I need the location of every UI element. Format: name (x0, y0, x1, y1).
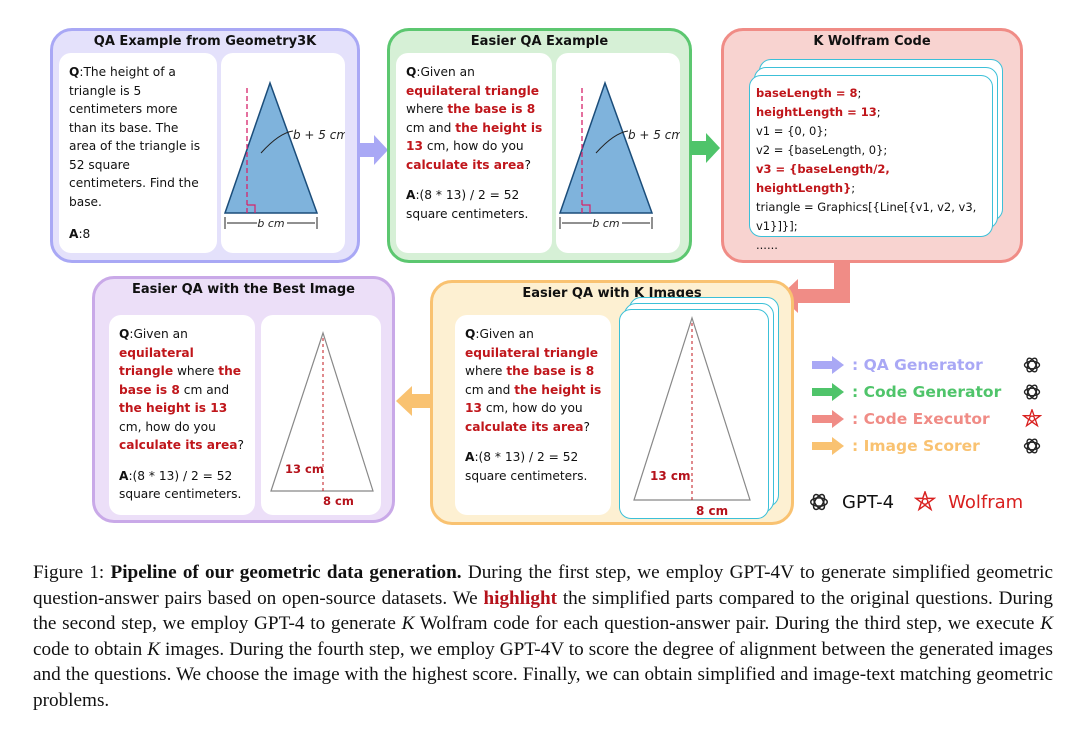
answer-text: A:(8 * 13) / 2 = 52 square centimeters. (465, 450, 588, 483)
arrow-code-generator (690, 133, 720, 163)
legend-item: : Image Scorer (812, 436, 1042, 456)
gpt-icon (1023, 357, 1041, 373)
arrow-code-executor (780, 263, 850, 313)
code-line: ...... (756, 238, 778, 252)
code-line: triangle = Graphics[{Line[{v1, v2, v3, (756, 200, 977, 214)
base-label: b cm (592, 217, 619, 230)
base-label: b cm (257, 217, 284, 230)
figure-label: Figure 1: (33, 562, 111, 583)
gpt4-label: GPT-4 (842, 491, 895, 513)
panel-title: K Wolfram Code (813, 34, 931, 49)
height-label: b + 5 cm (293, 128, 345, 142)
legend-arrow (812, 356, 844, 374)
question-text: Q:Given an equilateral triangle where th… (465, 327, 602, 434)
panel-title: QA Example from Geometry3K (93, 34, 317, 49)
gpt-icon (1023, 438, 1041, 454)
code-card-front: baseLength = 8; heightLength = 13; v1 = {0… (749, 75, 993, 252)
height-label: 13 cm (285, 462, 324, 476)
figure-card: b + 5 cm b cm (221, 53, 348, 253)
legend-label: : QA Generator (852, 356, 983, 374)
panel-title: Easier QA Example (470, 34, 609, 49)
arrow-image-scorer (396, 386, 430, 416)
legend-label: : Code Generator (852, 383, 1002, 401)
triangle-shape (558, 80, 654, 214)
panel-best-image: Easier QA with the Best Image Q:Given an… (92, 276, 395, 523)
height-pointer (595, 130, 629, 154)
panel-wolfram-code: K Wolfram Code baseLength = 8; heightLeng… (721, 28, 1023, 263)
wolfram-label: Wolfram (948, 491, 1024, 513)
height-label: b + 5 cm (628, 128, 680, 142)
question-text: Q:Given an equilateral triangle where th… (119, 327, 244, 452)
code-line: v2 = {baseLength, 0}; (756, 143, 888, 157)
triangle-figure: b + 5 cm b cm (558, 80, 683, 230)
panel-easier-qa: Easier QA Example Q:Given an equilateral… (387, 28, 692, 263)
panel-geometry3k: QA Example from Geometry3K Q:The height … (50, 28, 360, 263)
question-text: Q:The height of a triangle is 5 centimet… (69, 65, 201, 209)
generated-triangle: 13 cm 8 cm (633, 316, 751, 518)
wolfram-icon (1022, 409, 1042, 428)
base-label: 8 cm (323, 494, 354, 508)
code-line: v3 = {baseLength/2, heightLength}; (756, 162, 890, 195)
best-triangle: 13 cm 8 cm (270, 331, 374, 508)
answer-text: A:(8 * 13) / 2 = 52 square centimeters. (406, 188, 529, 221)
qa-card: Q:Given an equilateral triangle where th… (396, 53, 552, 253)
answer-text: A:(8 * 13) / 2 = 52 square centimeters. (119, 468, 242, 502)
caption-title: Pipeline of our geometric data generatio… (110, 562, 462, 583)
height-label: 13 cm (650, 469, 691, 483)
legend-item: : Code Generator (812, 382, 1042, 402)
triangle-figure: b + 5 cm b cm (223, 80, 348, 230)
figure-caption: Figure 1: Pipeline of our geometric data… (33, 562, 1053, 711)
legend-label: : Image Scorer (852, 437, 980, 455)
right-angle-mark (247, 204, 256, 213)
code-line: v1 = {0, 0}; (756, 124, 828, 138)
arrow-qa-generator (358, 135, 388, 165)
qa-card: Q:The height of a triangle is 5 centimet… (59, 53, 217, 253)
base-label: 8 cm (696, 504, 728, 518)
qa-card: Q:Given an equilateral triangle where th… (455, 315, 611, 515)
code-line: baseLength = 8; (756, 86, 862, 100)
triangle-shape (223, 80, 319, 214)
qa-card: Q:Given an equilateral triangle where th… (109, 315, 255, 515)
height-pointer (260, 130, 294, 154)
code-line: heightLength = 13; (756, 105, 881, 119)
image-card-front: 13 cm 8 cm (619, 309, 769, 519)
legend-arrow (812, 437, 844, 455)
wolfram-code: baseLength = 8; heightLength = 13; v1 = {0… (756, 84, 992, 255)
triangle-shape (270, 331, 374, 492)
legend-item: : QA Generator (812, 355, 1042, 375)
legend-arrow (812, 383, 844, 401)
panel-k-images: Easier QA with K Images Q:Given an equil… (430, 280, 794, 525)
right-angle-mark (582, 204, 591, 213)
panel-title: Easier QA with the Best Image (132, 282, 355, 297)
figure-card: b + 5 cm b cm (556, 53, 683, 253)
gpt-icon (1023, 384, 1041, 400)
legend-arrow (812, 410, 844, 428)
answer-text: A:8 (69, 227, 91, 241)
legend-key: GPT-4 Wolfram (808, 490, 1023, 514)
legend-label: : Code Executor (852, 410, 990, 428)
code-line: v1}]}]; (756, 219, 798, 233)
question-text: Q:Given an equilateral triangle where th… (406, 65, 543, 172)
gpt-icon (810, 493, 828, 511)
wolfram-icon (914, 491, 937, 512)
legend-item: : Code Executor (812, 409, 1042, 429)
caption-highlight: highlight (483, 587, 558, 609)
best-image-card: 13 cm 8 cm (261, 315, 381, 515)
